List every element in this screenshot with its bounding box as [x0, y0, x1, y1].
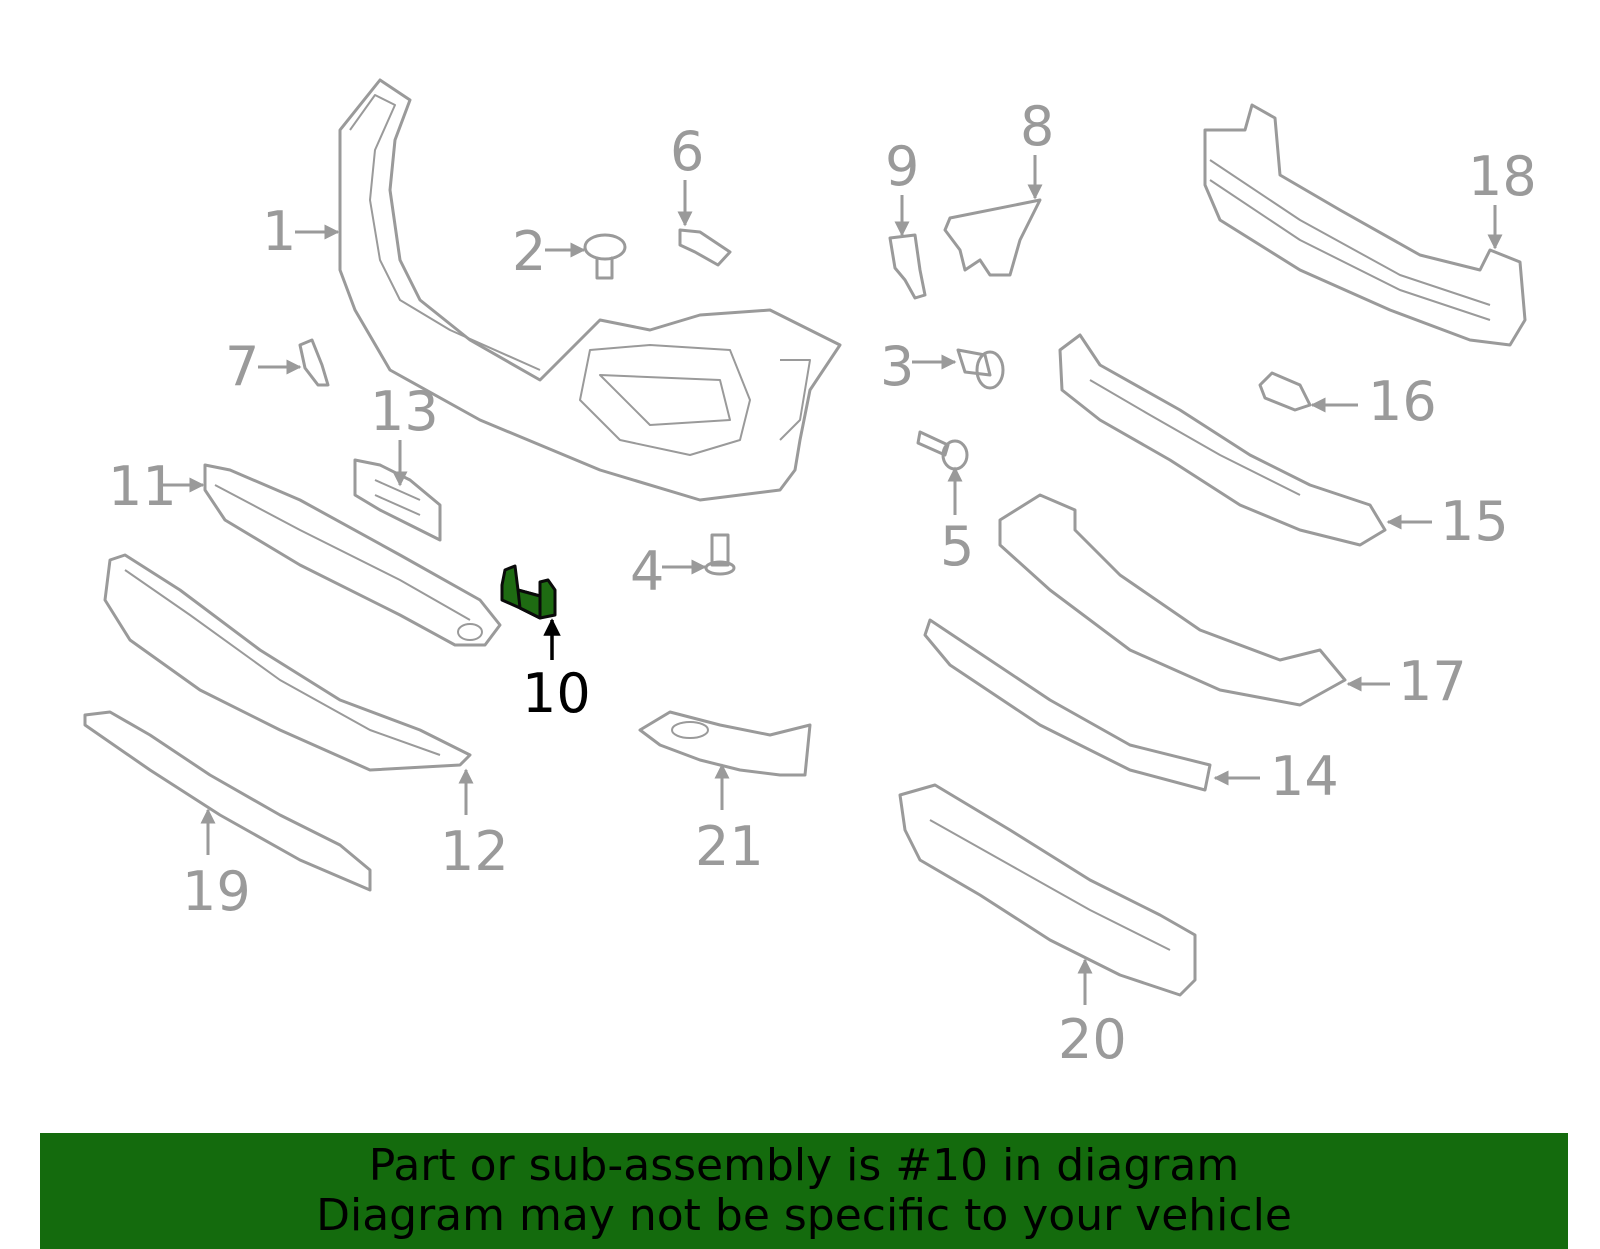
part-20-lower-shield[interactable]	[898, 783, 1197, 997]
part-4-push-pin[interactable]	[704, 533, 736, 576]
callout-7: 7	[225, 335, 302, 398]
banner-line-1: Part or sub-assembly is #10 in diagram	[368, 1140, 1240, 1191]
part-21-duct[interactable]	[638, 710, 812, 777]
svg-text:5: 5	[940, 515, 974, 578]
svg-text:12: 12	[440, 820, 509, 883]
part-17-reinforcement[interactable]	[998, 493, 1347, 707]
info-banner: Part or sub-assembly is #10 in diagram D…	[40, 1133, 1568, 1249]
svg-text:9: 9	[885, 135, 919, 198]
part-8-bracket[interactable]	[943, 198, 1042, 277]
callout-1: 1	[262, 200, 340, 263]
part-5-bolt[interactable]	[916, 430, 969, 471]
callout-17: 17	[1346, 650, 1467, 713]
svg-text:3: 3	[880, 335, 914, 398]
part-19-lower-strip[interactable]	[83, 710, 372, 892]
callout-13: 13	[370, 380, 439, 487]
svg-text:2: 2	[512, 220, 546, 283]
callout-11: 11	[108, 455, 205, 518]
callout-10: 10	[522, 618, 591, 725]
callout-16: 16	[1310, 370, 1437, 433]
part-9-bracket[interactable]	[888, 233, 927, 300]
callout-9: 9	[885, 135, 919, 237]
part-13-plate-bracket[interactable]	[353, 458, 442, 542]
part-15-energy-absorber[interactable]	[1058, 333, 1387, 547]
part-12-lower-trim[interactable]	[103, 553, 472, 772]
svg-text:17: 17	[1398, 650, 1467, 713]
part-14-absorber[interactable]	[923, 618, 1212, 792]
callout-14: 14	[1213, 745, 1339, 808]
svg-text:16: 16	[1368, 370, 1437, 433]
callout-15: 15	[1386, 490, 1509, 553]
part-6-bracket[interactable]	[678, 228, 732, 267]
svg-text:4: 4	[630, 540, 664, 603]
part-2-clip[interactable]	[583, 233, 627, 280]
callout-5: 5	[940, 466, 974, 578]
callout-label: 1	[262, 200, 296, 263]
banner-line-2: Diagram may not be specific to your vehi…	[316, 1190, 1292, 1241]
callout-4: 4	[630, 540, 707, 603]
svg-text:14: 14	[1270, 745, 1339, 808]
callout-3: 3	[880, 335, 957, 398]
part-3-fastener[interactable]	[956, 348, 1005, 390]
svg-text:18: 18	[1468, 145, 1537, 208]
svg-text:21: 21	[695, 815, 764, 878]
svg-text:15: 15	[1440, 490, 1509, 553]
part-7-clip[interactable]	[298, 338, 330, 387]
callout-12: 12	[440, 768, 509, 883]
callout-21: 21	[695, 763, 764, 878]
part-10-bracket-highlighted[interactable]	[500, 564, 557, 620]
callout-20: 20	[1058, 958, 1127, 1071]
svg-text:7: 7	[225, 335, 259, 398]
part-11-grille[interactable]	[203, 463, 502, 647]
callout-19: 19	[182, 808, 251, 923]
callout-2: 2	[512, 220, 586, 283]
svg-text:20: 20	[1058, 1008, 1127, 1071]
callout-8: 8	[1020, 95, 1054, 200]
part-16-small-bracket[interactable]	[1258, 371, 1312, 412]
callout-label-highlighted: 10	[522, 662, 591, 725]
part-18-reinforcement-beam[interactable]	[1203, 103, 1527, 347]
svg-text:8: 8	[1020, 95, 1054, 158]
part-1-bumper-cover[interactable]	[338, 78, 842, 502]
callout-18: 18	[1468, 145, 1537, 250]
svg-text:19: 19	[182, 860, 251, 923]
parts-diagram: 1 2 3 4 5 6	[83, 78, 1537, 1071]
svg-text:13: 13	[370, 380, 439, 443]
callout-6: 6	[670, 120, 704, 227]
svg-text:6: 6	[670, 120, 704, 183]
